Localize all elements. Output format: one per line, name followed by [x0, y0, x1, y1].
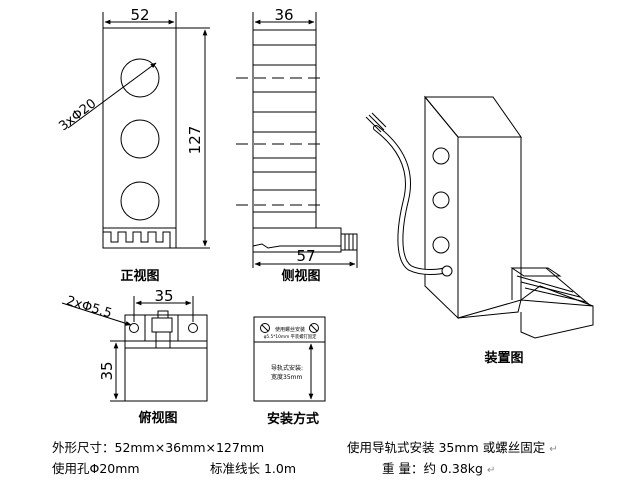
top-screw-hole-right — [188, 323, 198, 333]
front-body-outline — [102, 27, 177, 249]
assembly-body-side — [457, 137, 522, 319]
side-base-dim: 57 — [296, 247, 315, 265]
top-hole-leader — [61, 302, 132, 326]
assembly-hole-3 — [432, 236, 450, 254]
front-hole-dim: 3xΦ20 — [56, 96, 99, 134]
assembly-base — [457, 299, 594, 339]
spec-mounting: 使用导轨式安装 35mm 或螺丝固定 ↵ — [347, 440, 558, 455]
top-terminal-block — [124, 314, 208, 342]
top-screw-hole-left — [129, 323, 139, 333]
top-hole-dim: 2xΦ5.5 — [64, 294, 113, 322]
spec-weight: 重 量：约 0.38kg ↵ — [382, 461, 496, 476]
mount-panel-outline — [253, 316, 326, 402]
side-body-outline — [252, 29, 317, 229]
assembly-caption: 装置图 — [483, 350, 523, 366]
top-body-outline — [124, 340, 208, 402]
front-hole-bottom — [120, 181, 160, 221]
mount-view-caption: 安装方式 — [267, 411, 319, 427]
front-height-dim: 127 — [186, 126, 204, 155]
side-view-caption: 侧视图 — [281, 268, 320, 284]
mount-note-line3: 导轨式安装: — [271, 364, 303, 372]
front-hole-leader — [67, 62, 157, 129]
front-view: 52 127 3xΦ20 正视图 — [56, 6, 210, 284]
assembly-rail — [510, 267, 592, 307]
top-height-dim: 35 — [98, 361, 116, 380]
mount-note-line2: φ5.5*10mm 平装螺钉固定 — [264, 333, 318, 340]
side-foot — [252, 200, 342, 253]
assembly-hole-1 — [432, 147, 450, 165]
spec-hole: 使用孔Φ20mm — [52, 461, 140, 476]
side-view: 36 57 侧视图 — [236, 6, 358, 284]
assembly-hole-2 — [432, 191, 450, 209]
assembly-cable-wires — [365, 112, 387, 133]
mount-view: 使用螺丝安装 φ5.5*10mm 平装螺钉固定 导轨式安装: 宽度35mm 安装… — [253, 316, 326, 427]
top-view-caption: 俯视图 — [138, 410, 177, 426]
front-rail-teeth — [102, 231, 171, 248]
mount-note-line1: 使用螺丝安装 — [275, 326, 305, 333]
mount-note-line4: 宽度35mm — [271, 373, 302, 381]
assembly-body-top — [423, 96, 522, 138]
front-hole-top — [120, 58, 160, 98]
top-view: 35 2xΦ5.5 35 俯视图 — [61, 287, 208, 426]
top-width-dim: 35 — [154, 287, 173, 305]
front-width-dim: 52 — [130, 6, 149, 24]
side-width-dim: 36 — [274, 6, 293, 24]
mount-screw-right — [309, 323, 319, 333]
mount-screw-left — [260, 323, 270, 333]
spec-size: 外形尺寸：52mm×36mm×127mm — [52, 440, 265, 455]
assembly-view: 装置图 — [365, 95, 594, 366]
front-hole-middle — [120, 119, 160, 159]
spec-cable: 标准线长 1.0m — [210, 461, 297, 476]
front-view-caption: 正视图 — [120, 268, 159, 284]
